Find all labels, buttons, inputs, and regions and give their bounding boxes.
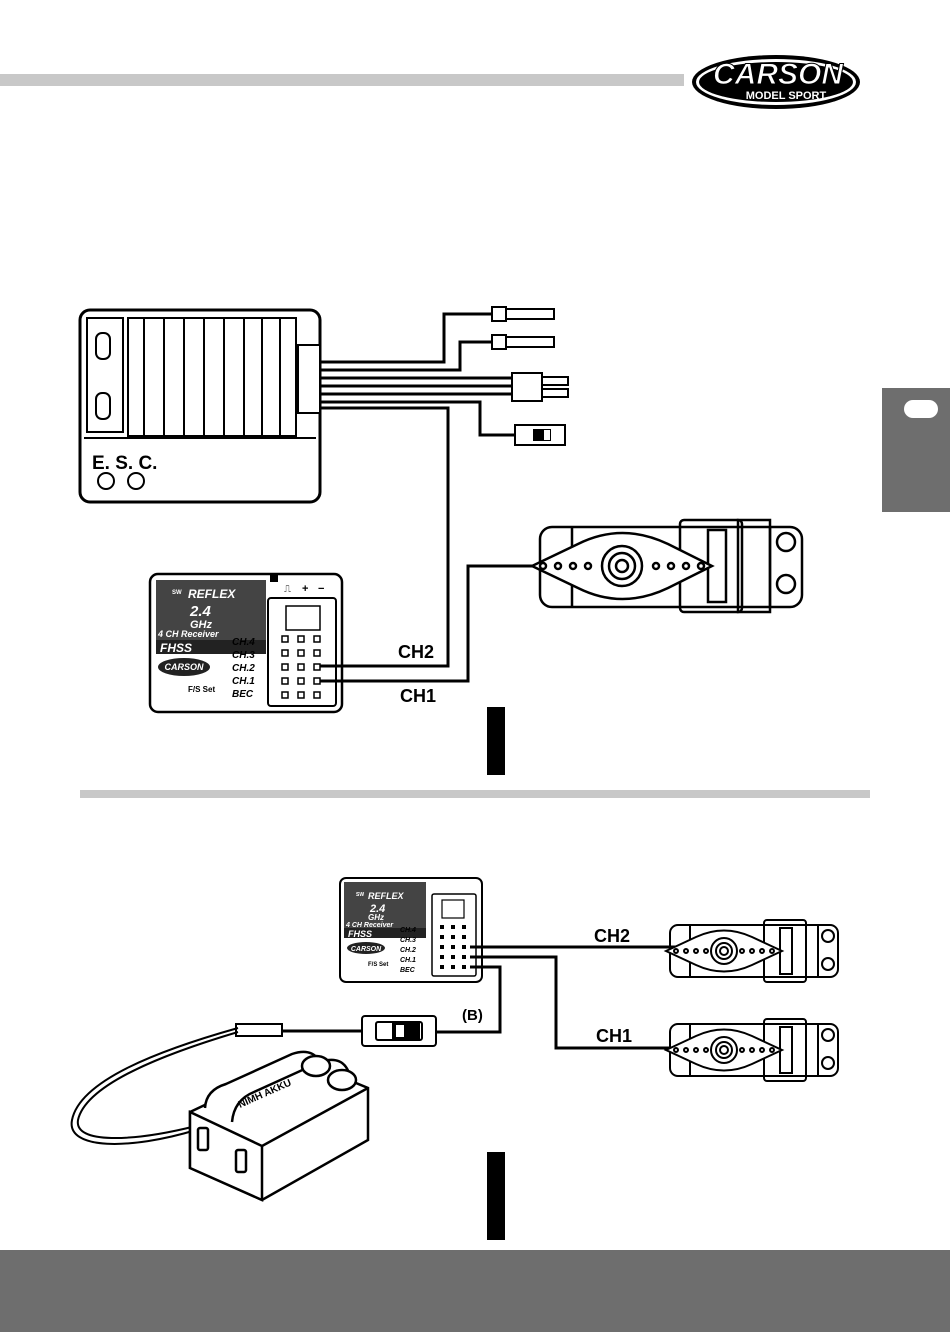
- power-switch: [362, 1016, 436, 1046]
- receiver-ch2: CH.2: [400, 947, 416, 954]
- wiring-diagram-esc: E. S. C.: [0, 300, 950, 780]
- receiver-ch3: CH.3: [400, 937, 416, 944]
- logo-word: CARSON: [713, 58, 844, 91]
- receiver-badge: SW: [356, 892, 364, 898]
- receiver-logo: CARSON: [164, 662, 204, 672]
- receiver-pol-signal: ⎍: [284, 584, 291, 595]
- battery-connector: [512, 373, 568, 401]
- receiver-ch2: CH.2: [232, 663, 255, 674]
- section-divider: [80, 790, 870, 798]
- receiver-freq: 2.4: [189, 603, 212, 620]
- receiver-fs: F/S Set: [188, 685, 215, 694]
- receiver-subtitle: 4 CH Receiver: [157, 629, 219, 639]
- receiver-ch4: CH.4: [400, 927, 416, 934]
- section-marker: [487, 1152, 505, 1240]
- receiver-bec: BEC: [232, 689, 254, 700]
- battery-holder: [190, 1052, 368, 1200]
- receiver-tech: FHSS: [160, 641, 192, 655]
- logo-tagline: MODEL SPORT: [746, 90, 827, 102]
- servo-wire: [438, 566, 534, 681]
- esc-label: E. S. C.: [92, 453, 157, 474]
- ch1-label: CH1: [400, 686, 436, 706]
- receiver-logo: CARSON: [351, 946, 382, 953]
- receiver-brand: REFLEX: [188, 587, 236, 601]
- receiver-bec: BEC: [400, 967, 416, 974]
- receiver-subtitle: 4 CH Receiver: [345, 922, 394, 929]
- receiver-ch1: CH.1: [232, 676, 255, 687]
- esc-switch: [515, 425, 565, 445]
- section-marker: [487, 707, 505, 775]
- wiring-diagram-battery: SW REFLEX 2.4 GHz 4 CH Receiver FHSS CAR…: [0, 860, 950, 1250]
- receiver-pol-minus: −: [318, 583, 324, 595]
- receiver-freq-unit: GHz: [368, 913, 384, 922]
- receiver-tech: FHSS: [348, 929, 372, 939]
- ch1-label: CH1: [596, 1026, 632, 1046]
- servo-ch2: [666, 920, 838, 982]
- servo: [532, 520, 802, 612]
- receiver-ch4: CH.4: [232, 637, 255, 648]
- charge-plug: [236, 1024, 282, 1036]
- servo-ch1: [666, 1019, 838, 1081]
- receiver-badge: SW: [172, 590, 182, 596]
- receiver-fs: F/S Set: [368, 962, 388, 968]
- ch2-label: CH2: [594, 926, 630, 946]
- receiver-brand: REFLEX: [368, 891, 405, 901]
- carson-logo: CARSON MODEL SPORT: [688, 50, 870, 112]
- motor-connectors: [492, 307, 554, 349]
- footer-bar: [0, 1250, 950, 1332]
- receiver-ch3: CH.3: [232, 650, 255, 661]
- receiver-ch1: CH.1: [400, 957, 416, 964]
- esc-wires: [320, 314, 515, 666]
- switch-label: (B): [462, 1007, 483, 1024]
- header-bar: [0, 74, 684, 86]
- receiver-pol-plus: +: [302, 583, 308, 595]
- ch2-label: CH2: [398, 642, 434, 662]
